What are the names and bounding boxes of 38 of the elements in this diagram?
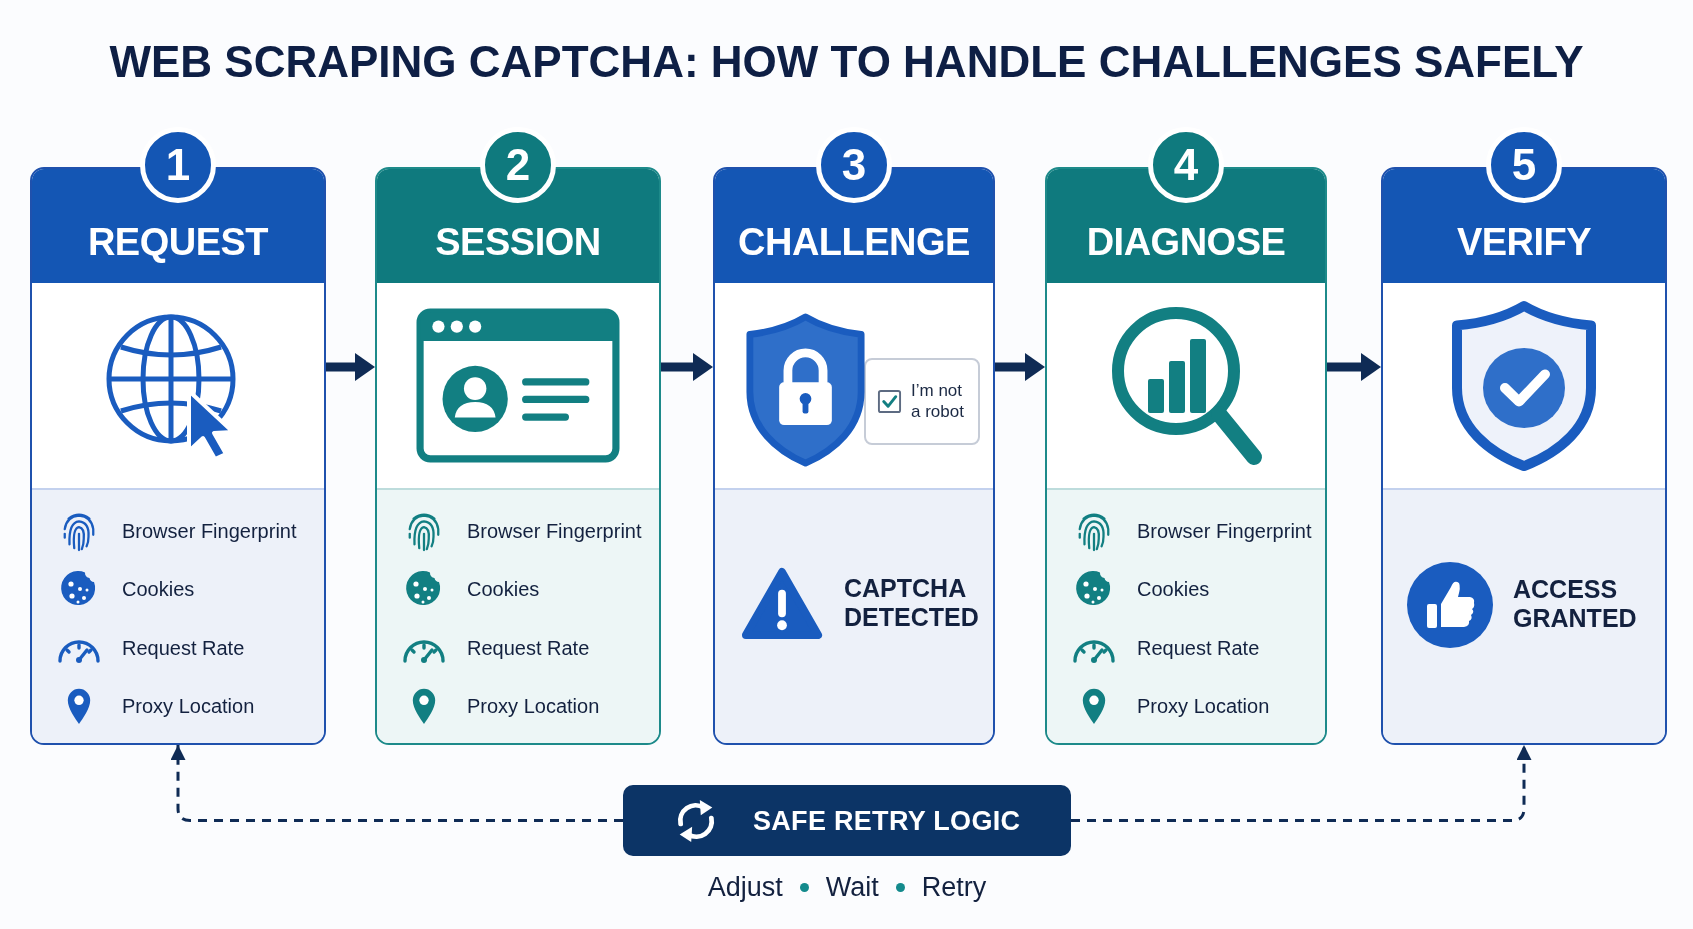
factor-text: Browser Fingerprint: [467, 519, 642, 543]
status-text: CAPTCHA DETECTED: [844, 573, 979, 632]
step-title: CHALLENGE: [738, 221, 970, 263]
step-title: REQUEST: [87, 221, 269, 263]
factor-text: Proxy Location: [467, 694, 600, 719]
factor-text: Cookies: [467, 577, 540, 602]
page-title: WEB SCRAPING CAPTCHA: HOW TO HANDLE CHALLENGES SAFELY: [109, 37, 1584, 86]
factor-text: Request Rate: [1137, 635, 1260, 660]
retry-step-text: Adjust: [707, 871, 783, 903]
step-number: 1: [140, 127, 216, 203]
banner-title: SAFE RETRY LOGIC: [753, 804, 1021, 837]
captcha-text: I’m not a robot: [911, 380, 965, 422]
retry-step-text: Wait: [825, 871, 879, 903]
factor-text: Cookies: [1137, 577, 1210, 602]
status-text: ACCESS GRANTED: [1513, 575, 1637, 633]
arrow: [995, 353, 1045, 381]
arrow: [1327, 353, 1381, 381]
factor-text: Cookies: [122, 577, 195, 602]
factor-text: Request Rate: [122, 635, 245, 660]
arrow: [661, 353, 713, 381]
arrow: [326, 353, 375, 381]
step-number: 2: [480, 127, 556, 203]
step-title: SESSION: [435, 221, 601, 263]
dashed-arrow: [1071, 745, 1532, 822]
factor-text: Request Rate: [467, 635, 590, 660]
step-number: 4: [1148, 127, 1224, 203]
step-title: DIAGNOSE: [1086, 221, 1286, 263]
factor-text: Browser Fingerprint: [1137, 519, 1312, 543]
factor-text: Browser Fingerprint: [122, 519, 297, 543]
retry-banner: [623, 785, 1071, 856]
step-title: VERIFY: [1456, 221, 1592, 263]
factor-text: Proxy Location: [1137, 694, 1270, 719]
dashed-arrow: [170, 745, 623, 822]
step-number: 3: [816, 127, 892, 203]
step-number: 5: [1486, 127, 1562, 203]
captcha-widget: [864, 358, 980, 445]
retry-step-text: Retry: [921, 871, 987, 903]
factor-text: Proxy Location: [122, 694, 255, 719]
